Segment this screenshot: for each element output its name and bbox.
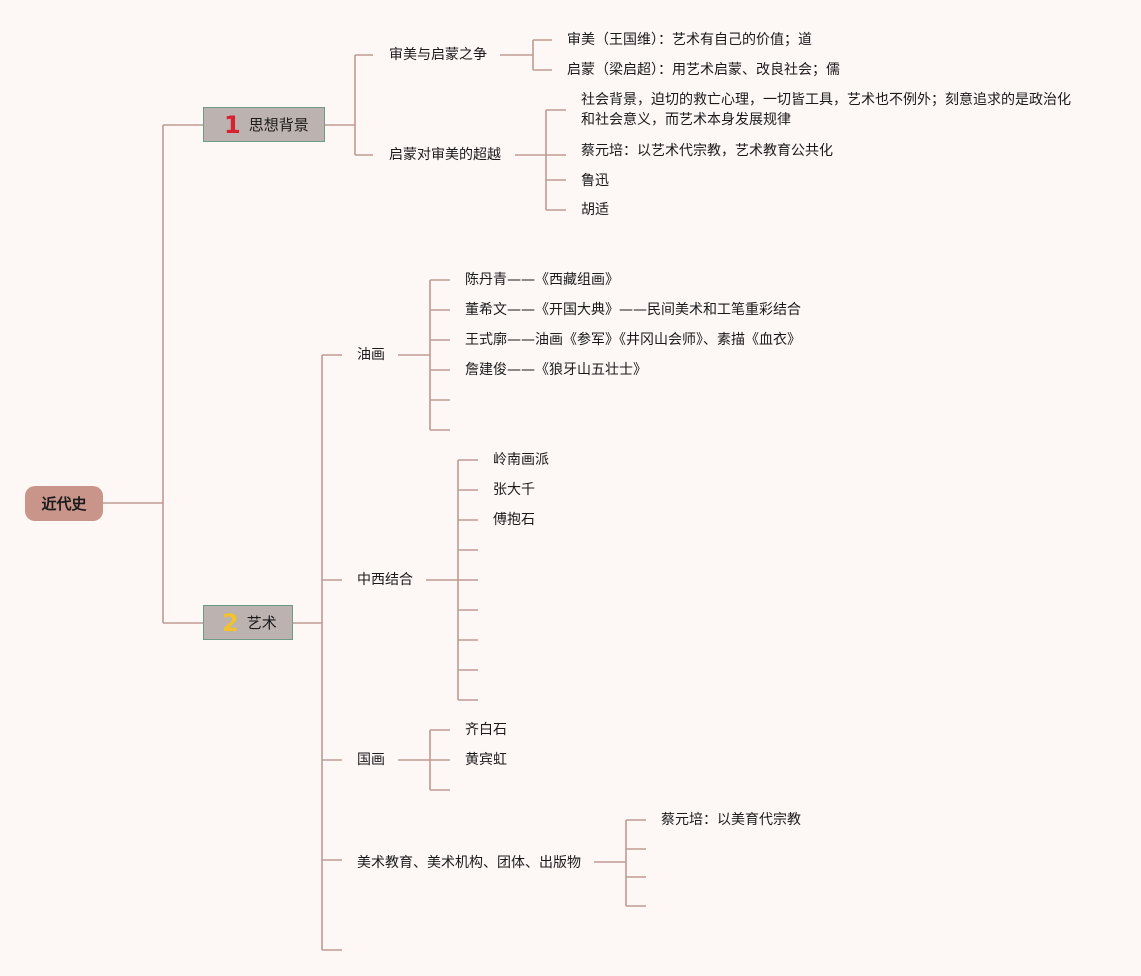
topic-art[interactable]: 2 艺术 <box>203 605 293 640</box>
leaf-qi-baishi[interactable]: 齐白石 <box>465 722 507 738</box>
leaf-social-background[interactable]: 社会背景，迫切的救亡心理，一切皆工具，艺术也不例外；刻意追求的是政治化和社会意义… <box>581 92 1071 128</box>
subtopic-oil-painting[interactable]: 油画 <box>357 347 385 363</box>
number-one-badge: 1 <box>224 110 241 139</box>
number-two-badge: 2 <box>222 608 239 637</box>
leaf-huang-binhong[interactable]: 黄宾虹 <box>465 752 507 768</box>
topic-thought-background[interactable]: 1 思想背景 <box>203 107 325 142</box>
subtopic-east-west-fusion[interactable]: 中西结合 <box>357 572 413 588</box>
leaf-dong-xiwen[interactable]: 董希文——《开国大典》——民间美术和工笔重彩结合 <box>465 302 801 318</box>
leaf-wang-guowei[interactable]: 审美（王国维）：艺术有自己的价值；道 <box>567 32 812 48</box>
leaf-zhang-daqian[interactable]: 张大千 <box>493 482 535 498</box>
subtopic-art-education[interactable]: 美术教育、美术机构、团体、出版物 <box>357 855 581 871</box>
leaf-cai-yuanpei-art[interactable]: 蔡元培：以艺术代宗教，艺术教育公共化 <box>581 143 833 159</box>
leaf-zhan-jianjun[interactable]: 詹建俊——《狼牙山五壮士》 <box>465 362 647 378</box>
leaf-liang-qichao[interactable]: 启蒙（梁启超）：用艺术启蒙、改良社会；儒 <box>567 62 840 78</box>
root-node[interactable]: 近代史 <box>25 486 103 521</box>
leaf-hu-shi[interactable]: 胡适 <box>581 202 609 218</box>
leaf-chen-danqing[interactable]: 陈丹青——《西藏组画》 <box>465 272 619 288</box>
subtopic-chinese-painting[interactable]: 国画 <box>357 752 385 768</box>
subtopic-aesthetics-vs-enlightenment[interactable]: 审美与启蒙之争 <box>389 47 487 63</box>
leaf-lu-xun[interactable]: 鲁迅 <box>581 173 609 189</box>
leaf-fu-baoshi[interactable]: 傅抱石 <box>493 512 535 528</box>
leaf-lingnan-school[interactable]: 岭南画派 <box>493 452 549 468</box>
topic-title: 艺术 <box>246 614 277 632</box>
leaf-cai-yuanpei-aesthetic[interactable]: 蔡元培：以美育代宗教 <box>661 812 801 828</box>
topic-title: 思想背景 <box>248 116 309 134</box>
leaf-wang-shikuo[interactable]: 王式廓——油画《参军》《井冈山会师》、素描《血衣》 <box>465 332 801 348</box>
subtopic-enlightenment-transcends[interactable]: 启蒙对审美的超越 <box>389 147 501 163</box>
